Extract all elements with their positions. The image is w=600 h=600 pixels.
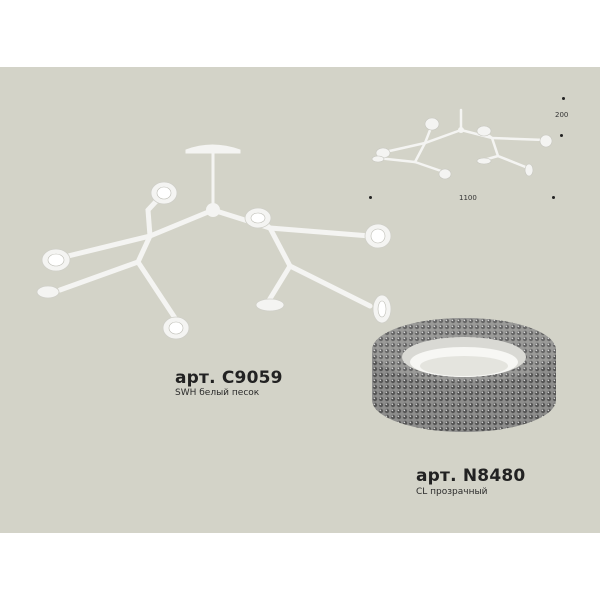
product-a-article: арт. C9059 — [175, 368, 283, 388]
product-a-finish: SWH белый песок — [175, 388, 260, 398]
dimension-height: 200 — [555, 111, 569, 119]
product-b-article: арт. N8480 — [416, 466, 526, 486]
product-panel — [0, 67, 600, 533]
dimension-marker — [369, 196, 372, 199]
dimension-width: 1100 — [459, 194, 477, 202]
product-b-finish: CL прозрачный — [416, 487, 488, 497]
dimension-marker — [560, 134, 563, 137]
dimension-marker — [562, 97, 565, 100]
dimension-marker — [552, 196, 555, 199]
